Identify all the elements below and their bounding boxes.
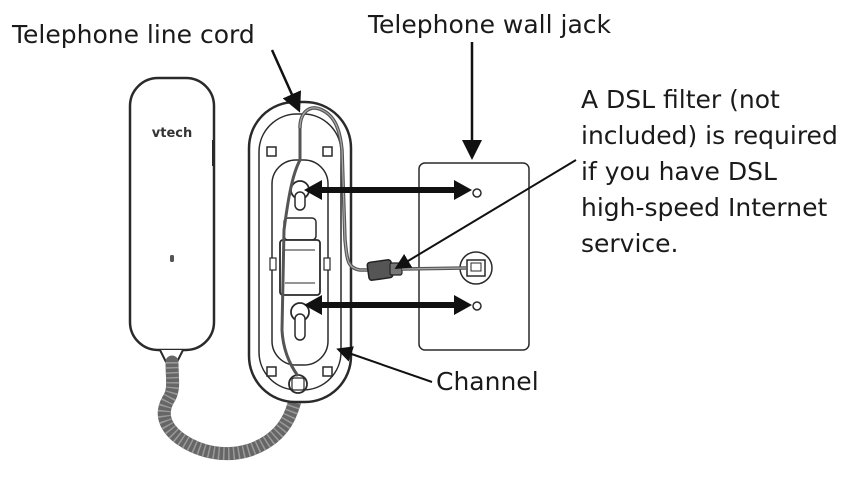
mounting-arrows: [304, 180, 472, 315]
leader-line-cord: [270, 49, 301, 113]
handset: vtech: [128, 76, 216, 363]
corner-tab: [322, 366, 333, 377]
base-handset-jack: [288, 374, 308, 394]
dsl-note-line: if you have DSL: [581, 157, 777, 186]
dsl-filter-note: A DSL filter (not included) is required …: [581, 82, 838, 262]
coiled-cord: [157, 355, 305, 461]
dsl-note-line: high-speed Internet: [581, 193, 828, 222]
corner-tab: [322, 146, 333, 157]
handset-brand-logo: vtech: [152, 126, 192, 141]
arrow-top-right-head: [454, 180, 472, 200]
arrow-bottom-left-head: [304, 295, 322, 315]
dsl-note-line: included) is required: [581, 121, 838, 150]
dsl-note-line: A DSL filter (not: [581, 85, 780, 114]
dsl-note-line: service.: [581, 229, 679, 258]
telephone-line-cord: [280, 106, 372, 377]
corner-tab: [266, 366, 277, 377]
wall-jack-socket: [459, 251, 493, 285]
arrow-bottom-right-head: [454, 295, 472, 315]
leader-channel: [336, 346, 433, 383]
label-telephone-wall-jack: Telephone wall jack: [368, 10, 612, 39]
leader-lines: [270, 42, 577, 383]
handset-side-button: [212, 140, 215, 166]
corner-tab: [266, 146, 277, 157]
handset-microphone: [170, 255, 174, 262]
mounting-screw-top: [472, 188, 482, 198]
leader-dsl-filter: [394, 159, 577, 270]
keyhole-slot-bottom: [290, 302, 310, 341]
handset-body: [128, 76, 216, 352]
arrow-top-left-head: [304, 180, 322, 200]
label-channel: Channel: [436, 367, 539, 396]
label-telephone-line-cord: Telephone line cord: [12, 20, 255, 49]
hang-tab: [269, 217, 331, 296]
mounting-screw-bottom: [472, 301, 482, 311]
